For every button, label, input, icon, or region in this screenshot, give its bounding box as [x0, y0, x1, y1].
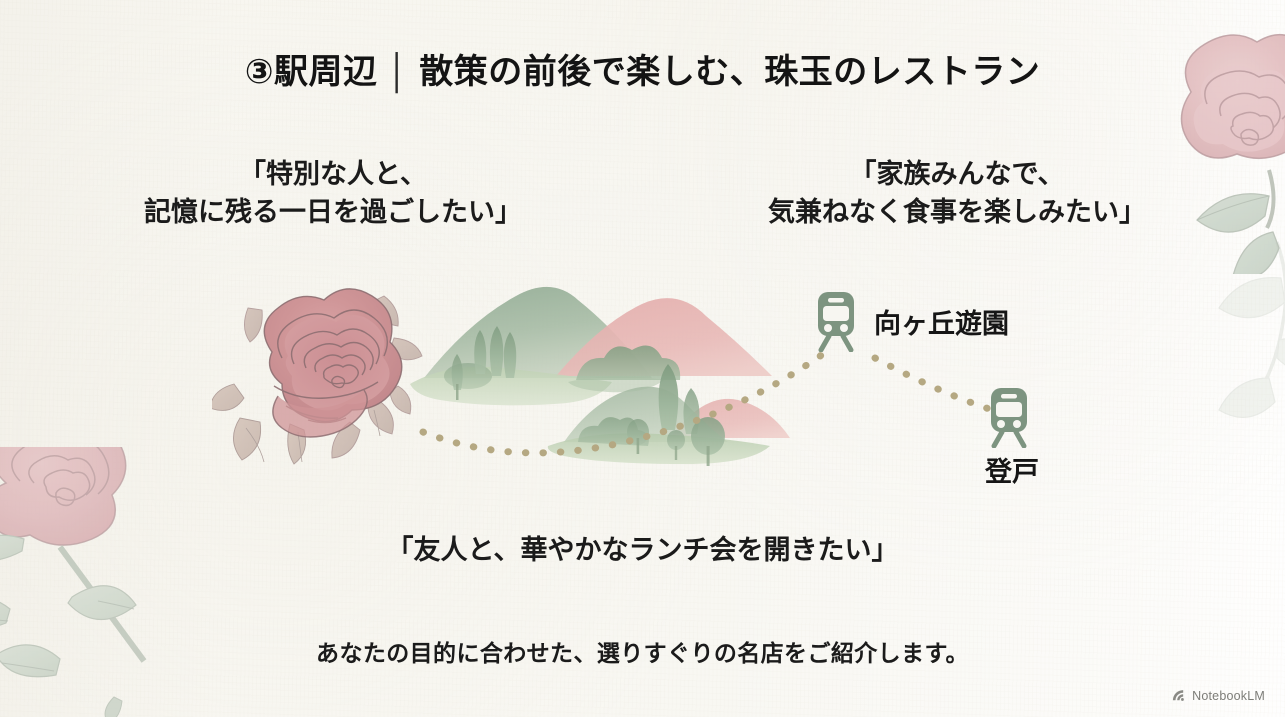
watercolor-landscape-illustration — [410, 286, 790, 466]
train-icon — [818, 292, 854, 352]
title-section-text: ③駅周辺 — [244, 53, 378, 91]
watercolor-rose-illustration — [212, 288, 423, 465]
quote-top-left: 「特別な人と、 記憶に残る一日を過ごしたい」 — [144, 159, 522, 228]
quote-top-right: 「家族みんなで、 気兼ねなく食事を楽しみたい」 — [768, 159, 1146, 228]
station-mukogaoka-yuen[interactable]: 向ヶ丘遊園 — [812, 290, 1009, 352]
notebooklm-label: NotebookLM — [1192, 688, 1265, 703]
slide-title: ③駅周辺│散策の前後で楽しむ、珠玉のレストラン — [0, 44, 1285, 93]
station-label-mukogaoka-yuen: 向ヶ丘遊園 — [874, 308, 1009, 339]
station-label-noborito: 登戸 — [985, 457, 1039, 487]
corner-rose-bottom-left-icon — [0, 447, 147, 717]
train-icon — [991, 388, 1027, 448]
station-noborito[interactable]: 登戸 — [985, 386, 1039, 489]
slide-caption: あなたの目的に合わせた、選りすぐりの名店をご紹介します。 — [316, 640, 969, 666]
title-divider: │ — [387, 53, 410, 91]
corner-rose-top-right-icon — [1180, 33, 1285, 274]
quote-bottom-center: 「友人と、華やかなランチ会を開きたい」 — [386, 535, 899, 565]
corner-leaf-sprig-icon — [1218, 241, 1285, 418]
notebooklm-watermark: NotebookLM — [1171, 688, 1265, 703]
notebooklm-logo-icon — [1173, 690, 1184, 701]
title-main-text: 散策の前後で楽しむ、珠玉のレストラン — [419, 53, 1041, 91]
